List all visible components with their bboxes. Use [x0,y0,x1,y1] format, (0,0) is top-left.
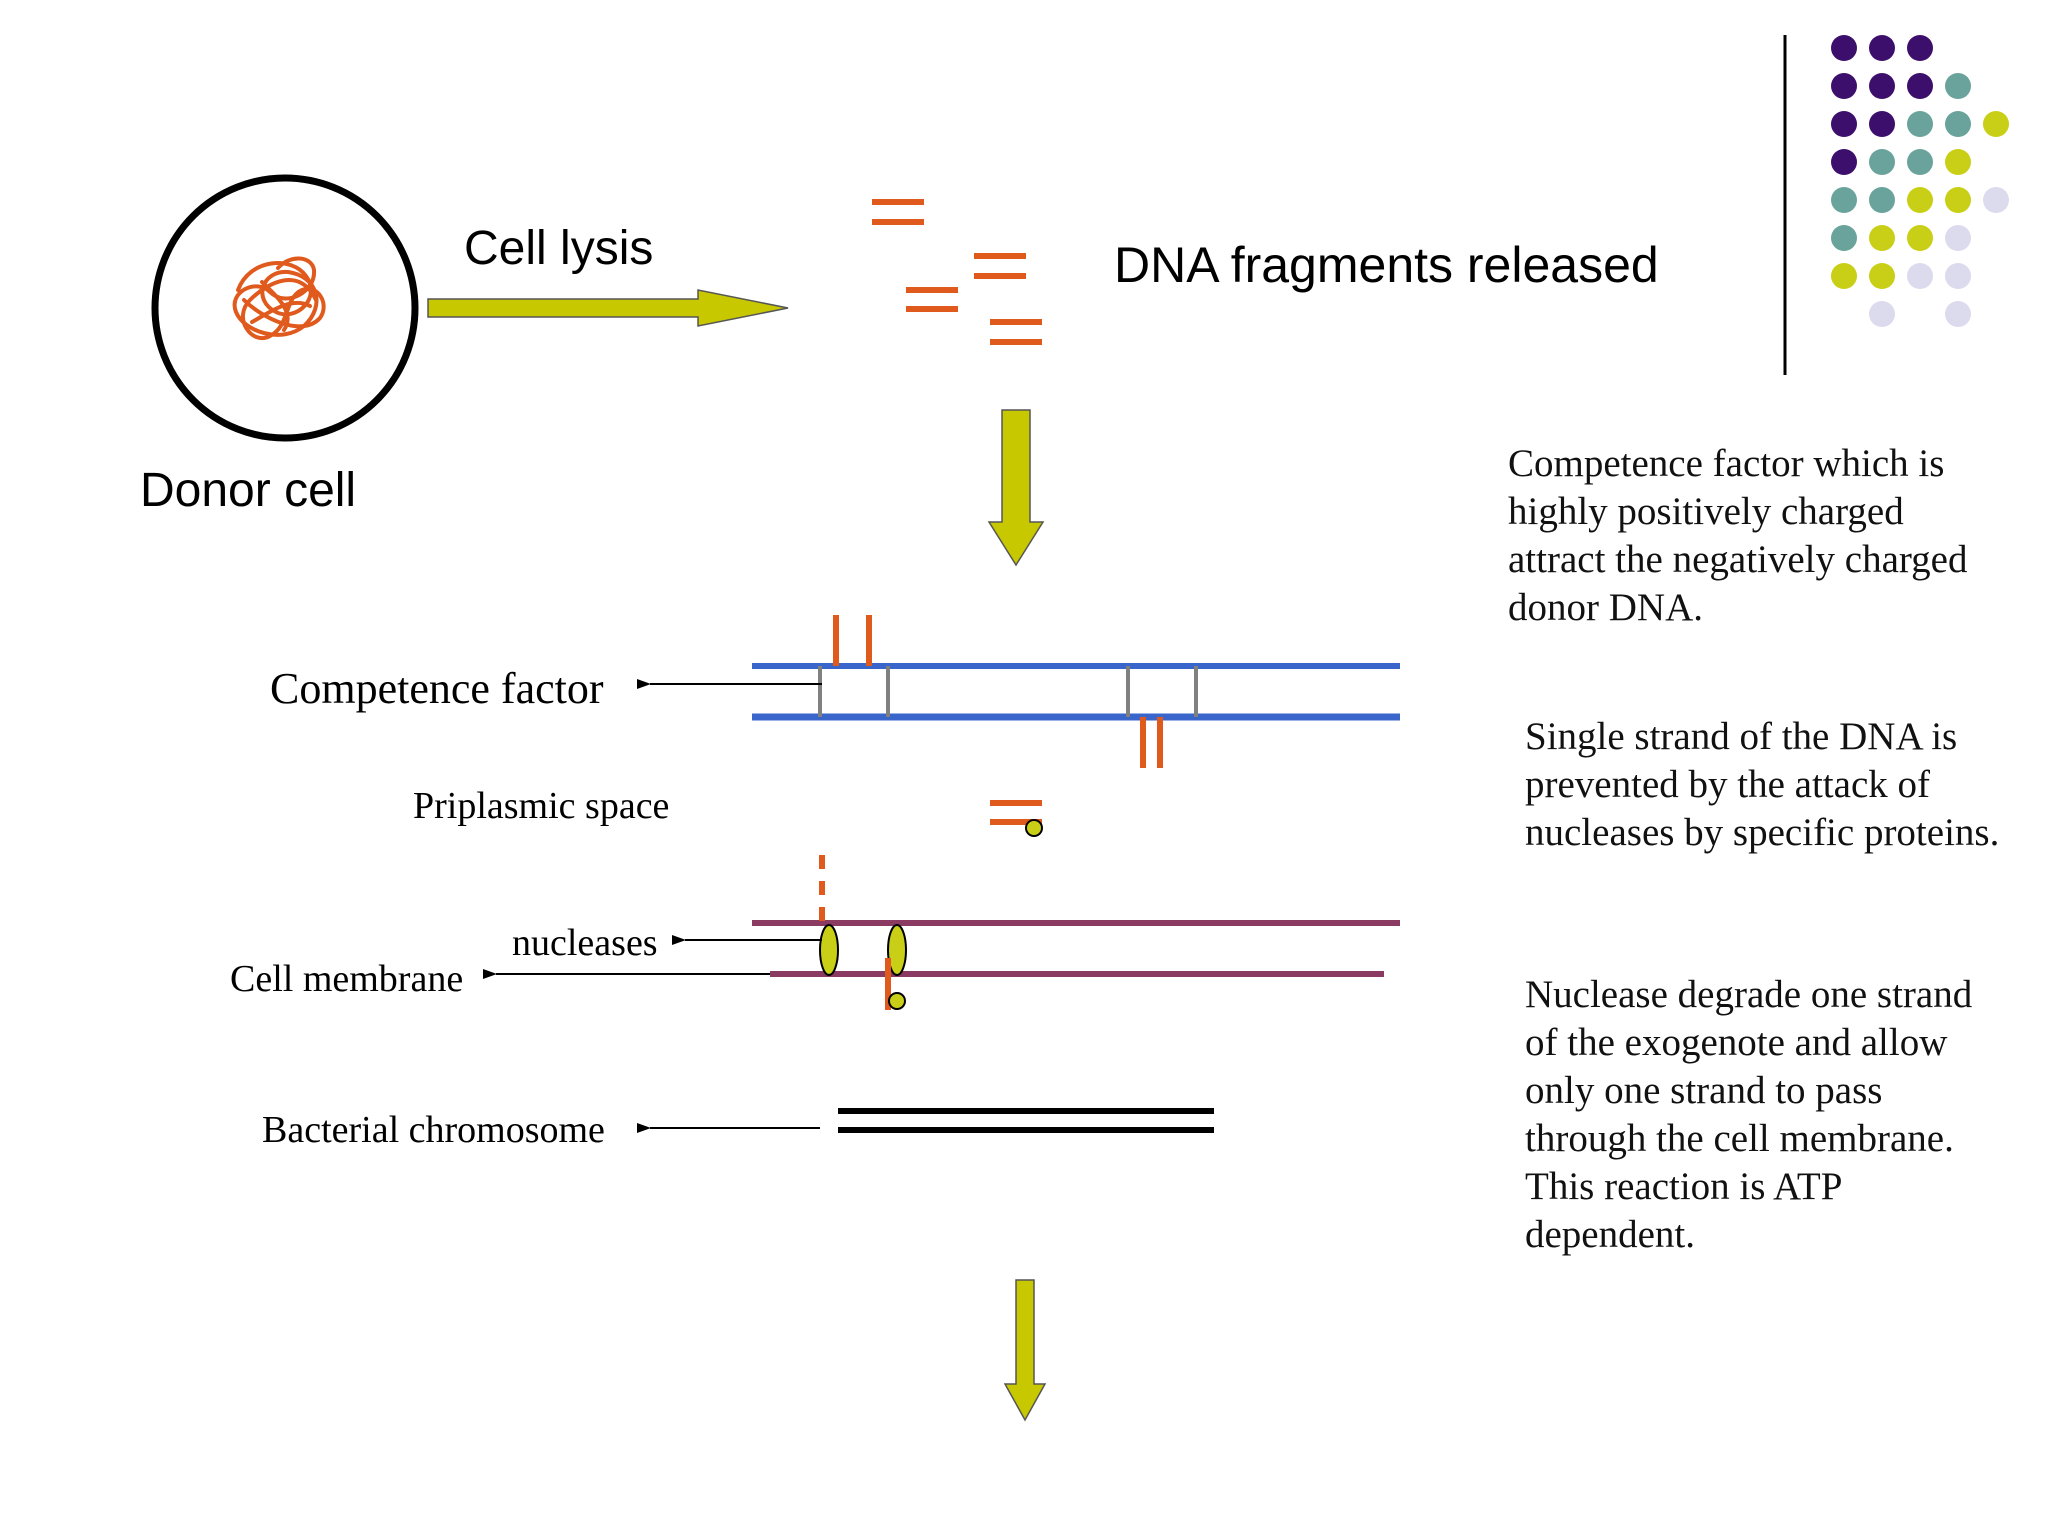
decor-dot [1869,225,1895,251]
donor-cell-membrane [151,174,419,442]
competence-description: Competence factor which is highly positi… [1508,442,1968,629]
dna-fragments [872,199,1042,345]
decor-dot [1907,187,1933,213]
down-arrow-1 [987,409,1045,567]
donor-cell-label: Donor cell [140,464,356,517]
cell-lysis-arrow [427,289,789,327]
nucleases-label: nucleases [512,922,658,964]
decor-dot [1907,225,1933,251]
decor-dot [1869,35,1895,61]
competence-factor-label: Competence factor [270,664,604,713]
strand-protein [888,992,906,1010]
decor-dot [1831,263,1857,289]
decor-dot [1869,301,1895,327]
decor-dot [1831,225,1857,251]
dna-at-outer-membrane [833,615,1163,768]
decor-dot [1869,187,1895,213]
decor-dot [1831,73,1857,99]
cell-lysis-label: Cell lysis [464,222,653,275]
decor-dot [1907,111,1933,137]
donor-dna-coil [232,256,326,340]
decor-dot [1869,111,1895,137]
single-strand-description: Single strand of the DNA is prevented by… [1525,715,2000,854]
decor-dot [1831,149,1857,175]
decor-dot [1945,73,1971,99]
decor-dot [1831,111,1857,137]
decor-dot [1907,73,1933,99]
decor-dot [1945,149,1971,175]
decor-dot [1907,263,1933,289]
bacterial-chromosome [838,1108,1214,1133]
down-arrow-2 [1003,1279,1047,1422]
cell-membrane [752,855,1400,1010]
decor-dot [1983,187,2009,213]
donor-cell [151,174,419,442]
decor-dot [1869,149,1895,175]
bacterial-chromosome-label: Bacterial chromosome [262,1109,605,1151]
decor-dot [1945,263,1971,289]
periplasmic-dna [990,800,1043,837]
decor-dot [1945,225,1971,251]
decor-dot [1831,35,1857,61]
decor-dot [1907,35,1933,61]
competence-factor-channels [818,666,1198,717]
protective-protein [1025,819,1043,837]
cell-membrane-label: Cell membrane [230,958,463,1000]
decor-dot [1831,187,1857,213]
nuclease-2 [887,924,907,976]
decor-dot [1983,111,2009,137]
decor-dot [1869,263,1895,289]
dna-fragments-label: DNA fragments released [1114,237,1659,293]
decor-dot [1945,187,1971,213]
decor-dot [1869,73,1895,99]
decor-dot-grid [1831,35,2009,327]
decor-dot [1945,301,1971,327]
priplasmic-space-label: Priplasmic space [413,785,669,827]
nuclease-description: Nuclease degrade one strand of the exoge… [1525,973,1973,1256]
decor-dot [1907,149,1933,175]
nuclease-1 [819,924,839,976]
outer-membrane [752,615,1400,768]
decor-dot [1945,111,1971,137]
